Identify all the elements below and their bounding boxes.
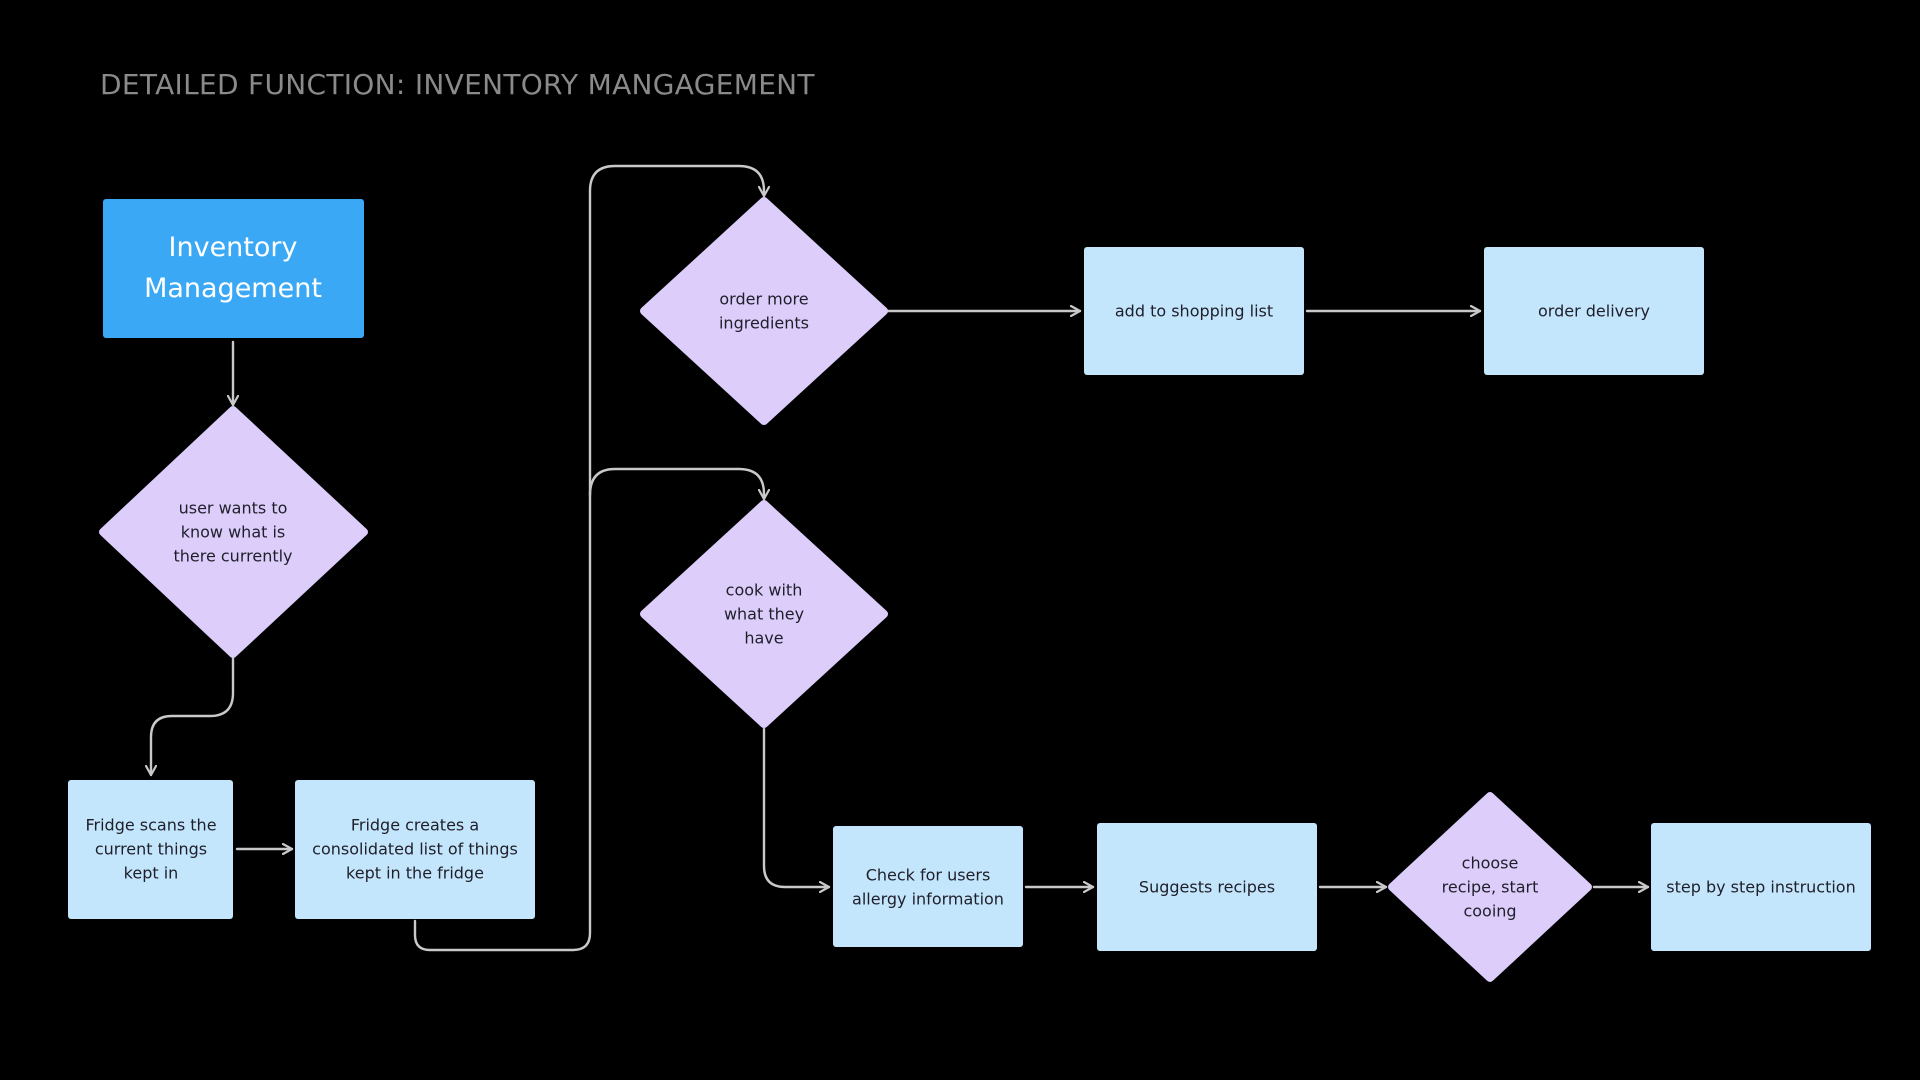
choose-recipe-decision: choose recipe, start cooing: [1388, 792, 1592, 982]
add-to-shopping-list-label: add to shopping list: [1115, 302, 1273, 321]
node-label-line: allergy information: [852, 890, 1004, 909]
order-delivery-box: order delivery: [1484, 247, 1704, 375]
connectors: [151, 164, 1650, 952]
step-by-step-label: step by step instruction: [1666, 878, 1855, 897]
node-label-line: kept in the fridge: [346, 864, 484, 883]
order-more-label: order more ingredients: [719, 290, 809, 333]
cook-with-label: cook with what they have: [724, 581, 804, 648]
connector-list-to-order-more: [413, 164, 764, 952]
node-label-line: Management: [144, 273, 322, 304]
node-label-line: order delivery: [1538, 302, 1650, 321]
node-label-line: ingredients: [719, 314, 809, 333]
node-label-line: kept in: [124, 864, 179, 883]
node-label-line: current things: [95, 840, 207, 859]
node-label-line: user wants to: [179, 499, 288, 518]
cook-with-what-they-have-decision: cook with what they have: [640, 500, 888, 728]
node-label-line: order more: [719, 290, 808, 309]
connector-branch-to-cook-with: [588, 467, 764, 501]
node-label-line: recipe, start: [1442, 878, 1539, 897]
node-label-line: have: [744, 629, 783, 648]
fridge-creates-list-label: Fridge creates a consolidated list of thi…: [312, 816, 518, 883]
add-to-shopping-list-box: add to shopping list: [1084, 247, 1304, 375]
diagram-title: DETAILED FUNCTION: INVENTORY MANGAGEMENT: [100, 68, 815, 101]
suggests-recipes-box: Suggests recipes: [1097, 823, 1317, 951]
node-label-line: step by step instruction: [1666, 878, 1855, 897]
node-label-line: Suggests recipes: [1139, 878, 1275, 897]
check-allergy-label: Check for users allergy information: [852, 866, 1004, 909]
order-delivery-label: order delivery: [1538, 302, 1650, 321]
node-label-line: know what is: [181, 523, 286, 542]
node-label-line: there currently: [173, 547, 292, 566]
node-label-line: Fridge creates a: [351, 816, 479, 835]
node-label-line: cook with: [726, 581, 803, 600]
order-more-decision: order more ingredients: [640, 197, 888, 425]
user-wants-to-know-decision: user wants to know what is there currently: [99, 406, 368, 658]
connector-cook-with-to-allergy: [762, 727, 831, 887]
fridge-creates-list-box: Fridge creates a consolidated list of thi…: [295, 780, 535, 919]
step-by-step-box: step by step instruction: [1651, 823, 1871, 951]
connector-user-wants-to-fridge-scans: [151, 655, 235, 777]
node-label-line: cooing: [1463, 902, 1516, 921]
check-allergy-box: Check for users allergy information: [833, 826, 1023, 947]
node-label-line: choose: [1462, 854, 1519, 873]
user-wants-to-know-label: user wants to know what is there currently: [173, 499, 292, 566]
node-label-line: add to shopping list: [1115, 302, 1273, 321]
node-label-line: consolidated list of things: [312, 840, 518, 859]
fridge-scans-box: Fridge scans the current things kept in: [68, 780, 233, 919]
suggests-recipes-label: Suggests recipes: [1139, 878, 1275, 897]
choose-recipe-label: choose recipe, start cooing: [1442, 854, 1539, 921]
fridge-scans-label: Fridge scans the current things kept in: [85, 816, 216, 883]
node-label-line: what they: [724, 605, 804, 624]
node-label-line: Fridge scans the: [85, 816, 216, 835]
node-label-line: Inventory: [169, 232, 298, 263]
node-label-line: Check for users: [866, 866, 991, 885]
